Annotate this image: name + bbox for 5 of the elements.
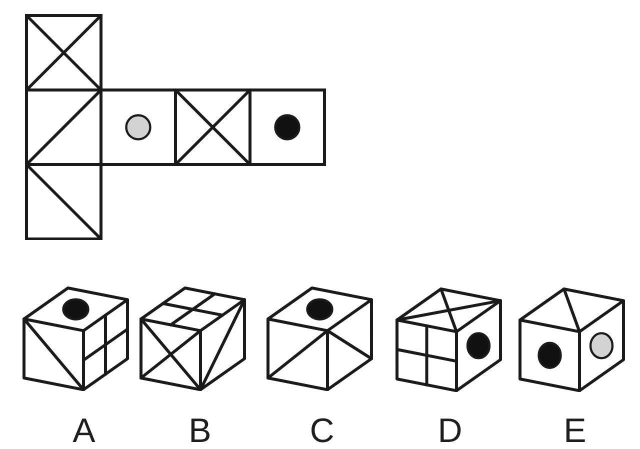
option-letter: B	[188, 414, 212, 448]
option-letter: E	[564, 414, 586, 448]
option-letter: A	[72, 414, 96, 448]
option-letter: C	[310, 414, 334, 448]
option-letter: D	[438, 414, 462, 448]
